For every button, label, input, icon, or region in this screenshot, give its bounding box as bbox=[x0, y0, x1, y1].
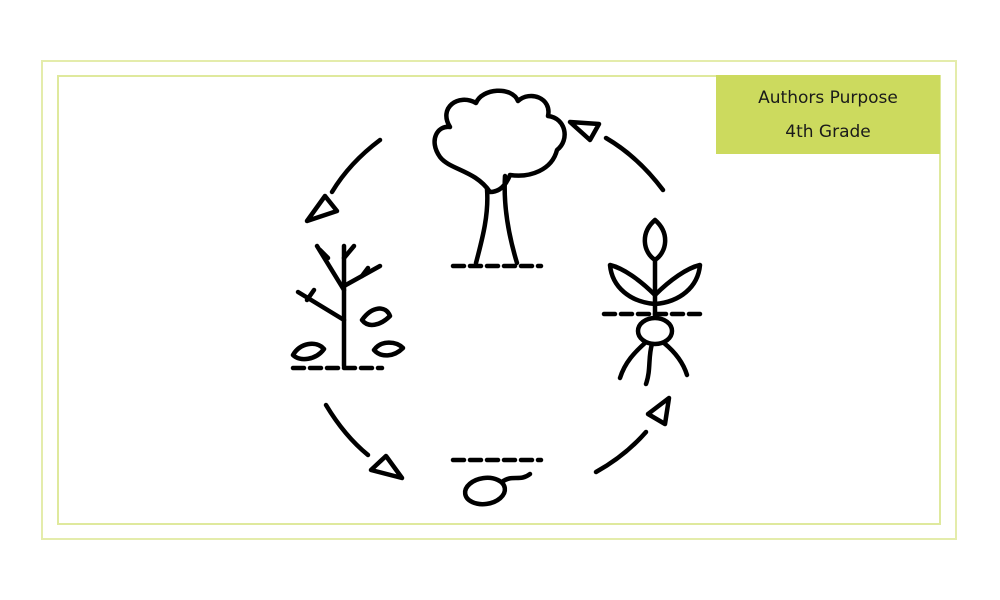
tree-icon bbox=[432, 88, 567, 269]
seed-icon bbox=[450, 457, 544, 507]
sprout-icon bbox=[601, 217, 709, 387]
title-badge: Authors Purpose 4th Grade bbox=[716, 75, 940, 154]
arrow-seed-to-sprout bbox=[593, 395, 672, 475]
arrow-sprout-to-tree bbox=[567, 119, 666, 193]
bare-tree-icon bbox=[290, 243, 406, 371]
badge-subtitle: 4th Grade bbox=[785, 121, 871, 142]
outer-frame bbox=[41, 60, 957, 540]
arrow-tree-to-bare-tree bbox=[304, 137, 383, 224]
arrow-bare-tree-to-seed bbox=[323, 402, 405, 481]
badge-title: Authors Purpose bbox=[758, 87, 898, 108]
inner-frame bbox=[57, 75, 941, 525]
